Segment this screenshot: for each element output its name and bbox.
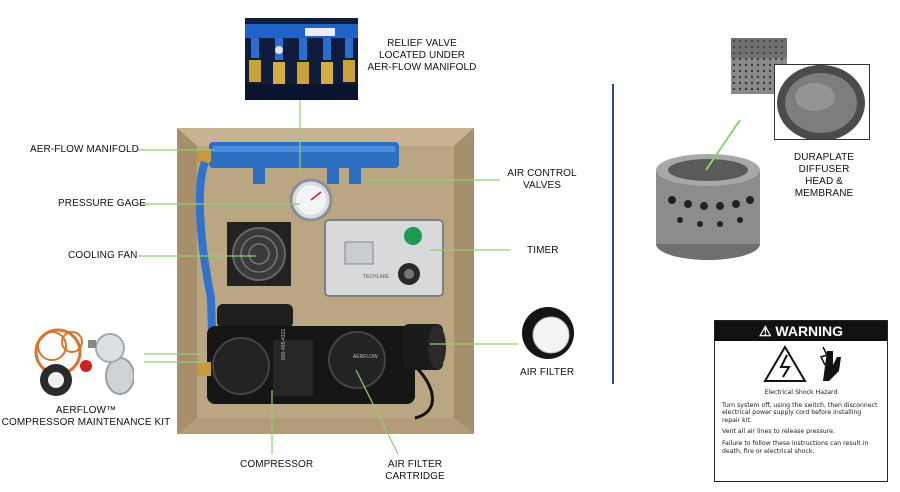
- label-duraplate-line4: MEMBRANE: [794, 188, 854, 199]
- leader-filter-cartridge: [355, 369, 399, 455]
- label-relief-valve-line1: RELIEF VALVE: [387, 38, 457, 49]
- brand-text: AERFLOW: [353, 354, 378, 360]
- maintenance-kit-photo: [28, 322, 135, 402]
- warning-body: Electrical Shock Hazard Turn system off,…: [715, 389, 887, 455]
- label-maintenance-kit-line1: AERFLOW™: [55, 405, 117, 416]
- warning-box: ⚠ WARNING Electrical Shock Hazard Turn s…: [714, 320, 888, 482]
- label-compressor: COMPRESSOR: [240, 459, 314, 470]
- diffuser-head-illustration: [777, 65, 865, 139]
- diffuser-body-illustration: [656, 154, 760, 260]
- air-filter-photo: [519, 304, 577, 362]
- label-air-control-valves: AIR CONTROL VALVES: [494, 168, 590, 192]
- warning-paragraph-2: Vent all air lines to release pressure.: [722, 428, 835, 436]
- warning-paragraph-3: Failure to follow these instructions can…: [722, 439, 869, 455]
- warning-triangle-icon: ⚠: [758, 323, 772, 339]
- label-duraplate-line1: DURAPLATE: [793, 152, 855, 163]
- label-relief-valve-line2: LOCATED UNDER: [378, 50, 466, 61]
- label-cooling-fan: COOLING FAN: [68, 250, 138, 261]
- diffuser-head-photo: [774, 64, 870, 140]
- maintenance-kit-illustration: [34, 328, 135, 396]
- compressor-box-illustration: [177, 128, 474, 434]
- label-air-control-line1: AIR CONTROL: [507, 168, 577, 179]
- label-duraplate-line2: DIFFUSER: [798, 164, 850, 175]
- label-aer-flow-manifold: AER-FLOW MANIFOLD: [30, 144, 139, 155]
- label-air-filter-cartridge: AIR FILTER CARTRIDGE: [370, 459, 460, 483]
- label-duraplate-line3: HEAD &: [805, 176, 843, 187]
- label-duraplate: DURAPLATE DIFFUSER HEAD & MEMBRANE: [780, 152, 868, 200]
- label-maintenance-kit-line2: COMPRESSOR MAINTENANCE KIT: [1, 417, 171, 428]
- label-maintenance-kit: AERFLOW™ COMPRESSOR MAINTENANCE KIT: [0, 405, 172, 429]
- label-air-filter-cartridge-line2: CARTRIDGE: [385, 471, 445, 482]
- warning-paragraph-1: Turn system off, using the switch, then …: [722, 401, 878, 424]
- diffuser-body-photo: [650, 140, 766, 264]
- label-pressure-gage: PRESSURE GAGE: [58, 198, 146, 209]
- label-air-filter-cartridge-line1: AIR FILTER: [387, 459, 443, 470]
- warning-symbols: [715, 341, 887, 389]
- label-relief-valve: RELIEF VALVE LOCATED UNDER AER-FLOW MANI…: [360, 38, 484, 74]
- label-air-filter: AIR FILTER: [520, 367, 575, 378]
- air-filter-illustration: [522, 307, 574, 359]
- warning-title: WARNING: [775, 323, 844, 339]
- relief-valve-photo: [245, 18, 358, 100]
- compressor-box-photo: 800-455-4321 AERFLOW TECHLAKE: [177, 128, 474, 434]
- label-timer: TIMER: [527, 245, 559, 256]
- relief-valve-illustration: [245, 18, 358, 100]
- leader-diffuser: [705, 119, 741, 171]
- section-divider: [612, 84, 614, 384]
- label-relief-valve-line3: AER-FLOW MANIFOLD: [367, 62, 477, 73]
- warning-caption: Electrical Shock Hazard: [764, 389, 838, 396]
- timer-brand-text: TECHLAKE: [363, 274, 390, 280]
- label-air-control-line2: VALVES: [522, 180, 562, 191]
- warning-header: ⚠ WARNING: [715, 321, 887, 341]
- shock-hazard-icon: [763, 345, 841, 382]
